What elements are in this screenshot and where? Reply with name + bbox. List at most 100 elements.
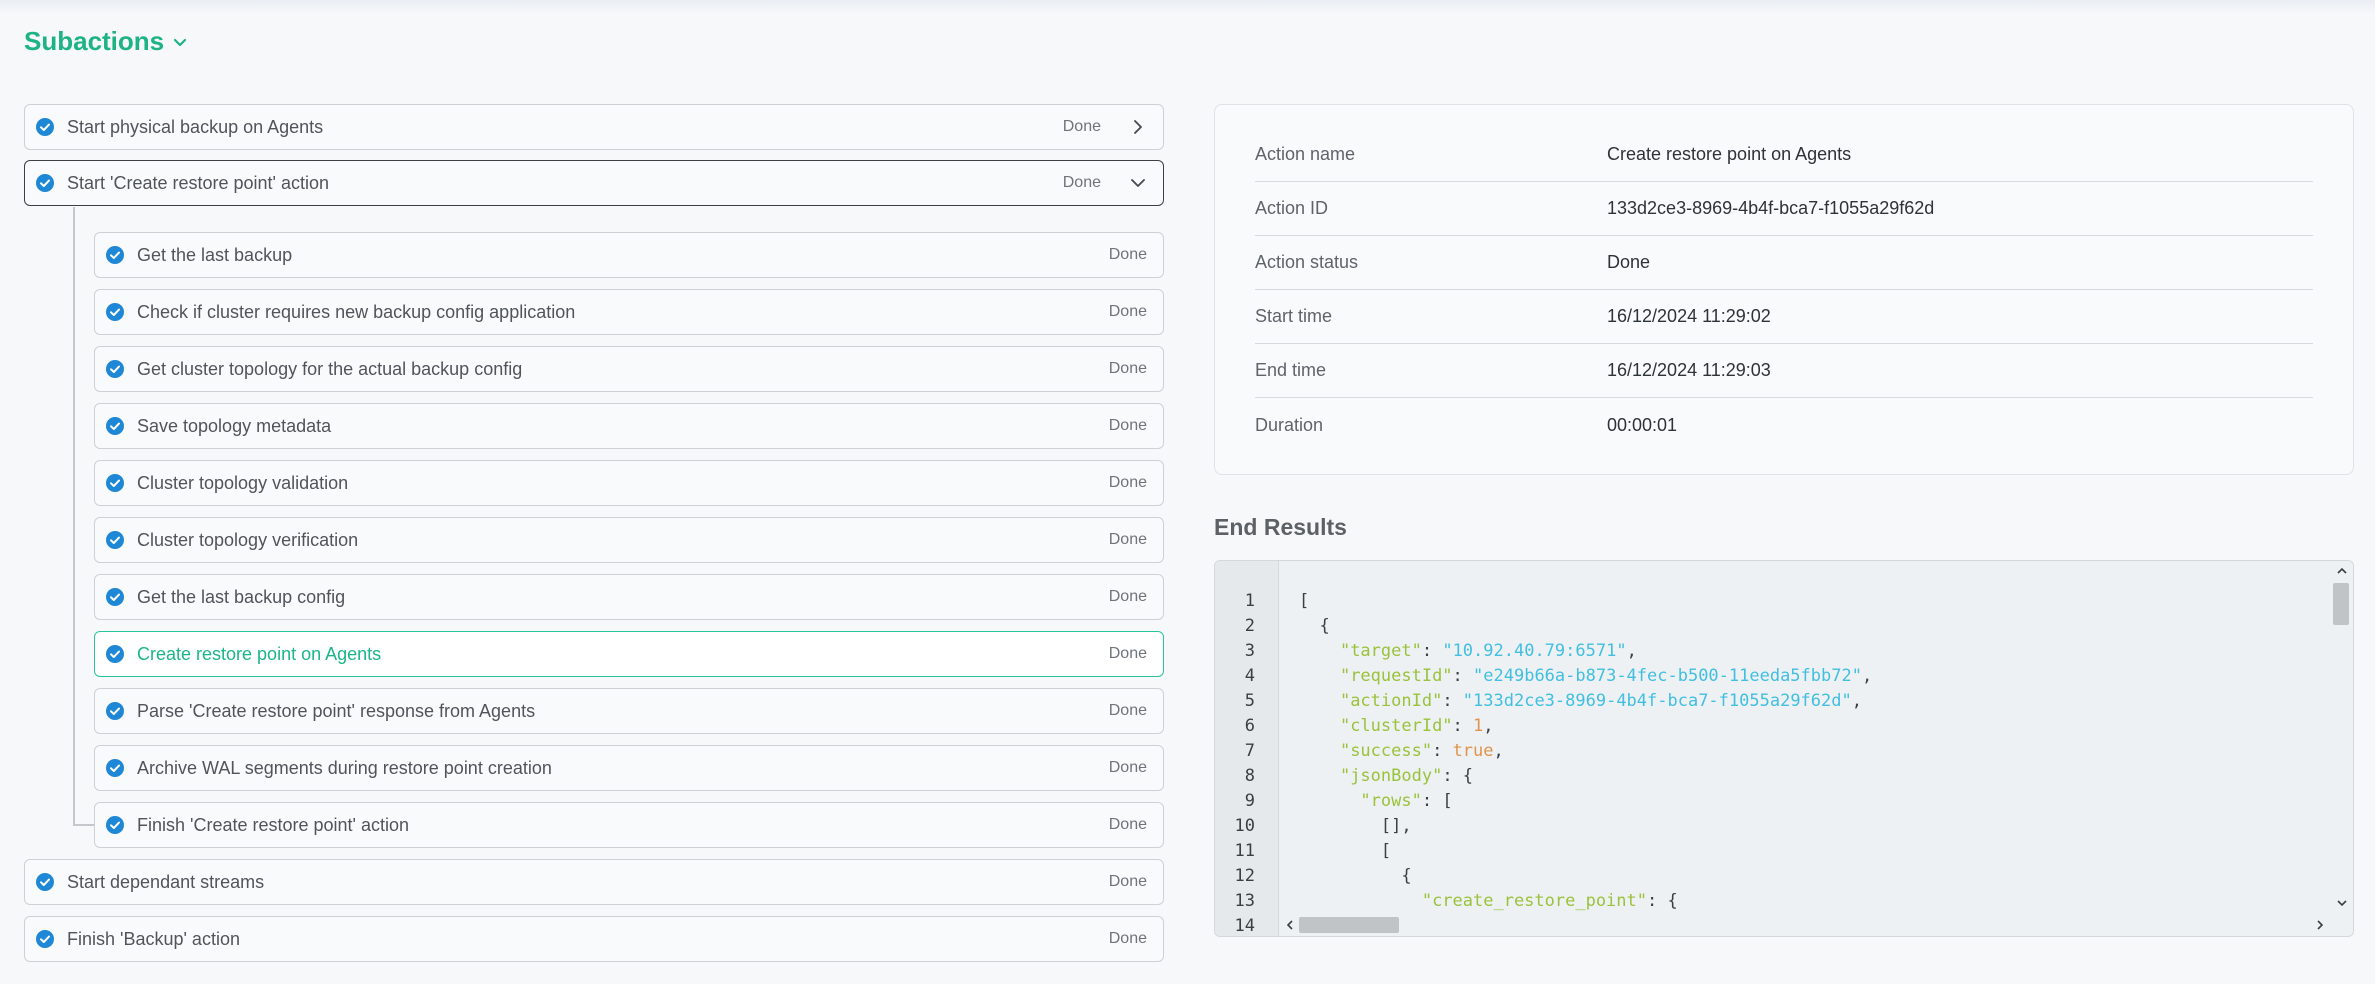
check-circle-icon: [106, 759, 124, 777]
subaction-label: Cluster topology validation: [137, 472, 349, 493]
tree-line-end: [73, 824, 94, 826]
detail-value: 16/12/2024 11:29:02: [1607, 306, 1771, 326]
subaction-label: Start 'Create restore point' action: [67, 172, 330, 193]
detail-key: Action status: [1255, 252, 1359, 272]
code-line: "target": "10.92.40.79:6571",: [1339, 641, 1637, 661]
detail-value: Done: [1607, 252, 1651, 272]
subaction-label: Parse 'Create restore point' response fr…: [137, 700, 536, 721]
json-string: "133d2ce3-8969-4b4f-bca7-f1055a29f62d": [1462, 691, 1852, 711]
detail-value: 16/12/2024 11:29:03: [1607, 360, 1771, 380]
subaction-label: Finish 'Create restore point' action: [137, 814, 410, 835]
check-circle-icon: [106, 531, 124, 549]
status-text: Done: [1062, 118, 1101, 135]
line-number: 14: [1234, 916, 1255, 936]
action-details-card: Action name Create restore point on Agen…: [1214, 104, 2354, 475]
line-number: 12: [1234, 866, 1255, 886]
vertical-scroll-thumb[interactable]: [2333, 583, 2349, 625]
status-text: Done: [1108, 474, 1147, 491]
code-line: {: [1299, 616, 1329, 636]
subaction-child-row[interactable]: Save topology metadata Done: [94, 403, 1164, 449]
subaction-label: Save topology metadata: [137, 415, 332, 436]
horizontal-scroll-thumb[interactable]: [1299, 917, 1399, 933]
line-number: 6: [1244, 716, 1255, 736]
code-line: "jsonBody": {: [1339, 766, 1474, 786]
check-circle-icon: [36, 873, 54, 891]
detail-key: Duration: [1255, 414, 1324, 435]
subaction-child-row[interactable]: Get the last backup config Done: [94, 574, 1164, 620]
subaction-label: Finish 'Backup' action: [67, 928, 240, 949]
subaction-label: Create restore point on Agents: [137, 643, 382, 664]
scroll-left-icon[interactable]: [1283, 918, 1297, 932]
json-key: "success": [1339, 741, 1433, 761]
detail-row-action-id: Action ID 133d2ce3-8969-4b4f-bca7-f1055a…: [1255, 182, 2313, 236]
vertical-scrollbar[interactable]: [2331, 561, 2353, 936]
check-circle-icon: [106, 645, 124, 663]
check-circle-icon: [106, 246, 124, 264]
scroll-right-icon[interactable]: [2313, 918, 2327, 932]
subaction-label: Get cluster topology for the actual back…: [137, 358, 523, 379]
line-number: 10: [1234, 816, 1255, 836]
line-number: 7: [1244, 741, 1255, 761]
subaction-child-row[interactable]: Parse 'Create restore point' response fr…: [94, 688, 1164, 734]
detail-row-action-name: Action name Create restore point on Agen…: [1255, 128, 2313, 182]
subaction-child-row[interactable]: Archive WAL segments during restore poin…: [94, 745, 1164, 791]
chevron-right-icon[interactable]: [1129, 118, 1147, 136]
check-circle-icon: [36, 118, 54, 136]
detail-key: End time: [1255, 360, 1327, 380]
subaction-row[interactable]: Start dependant streams Done: [24, 859, 1164, 905]
detail-row-end-time: End time 16/12/2024 11:29:03: [1255, 344, 2313, 398]
scroll-up-icon[interactable]: [2335, 564, 2349, 578]
status-text: Done: [1108, 702, 1147, 719]
subaction-child-row[interactable]: Cluster topology verification Done: [94, 517, 1164, 563]
line-number: 4: [1244, 666, 1255, 686]
detail-value: Create restore point on Agents: [1607, 144, 1852, 164]
subaction-child-row[interactable]: Check if cluster requires new backup con…: [94, 289, 1164, 335]
json-key: "actionId": [1339, 691, 1443, 711]
line-number: 2: [1244, 616, 1255, 636]
json-code-viewer[interactable]: 1 2 3 4 5 6 7 8 9 10 11 12 13 14 [ { "ta…: [1214, 560, 2354, 937]
status-text: Done: [1108, 645, 1147, 662]
subaction-label: Check if cluster requires new backup con…: [137, 301, 576, 322]
subaction-row[interactable]: Start physical backup on Agents Done: [24, 104, 1164, 150]
subaction-child-row[interactable]: Finish 'Create restore point' action Don…: [94, 802, 1164, 848]
check-circle-icon: [106, 816, 124, 834]
subactions-toggle[interactable]: Subactions: [24, 26, 188, 57]
json-number: 1: [1473, 716, 1484, 736]
status-text: Done: [1108, 759, 1147, 776]
subaction-child-row-selected[interactable]: Create restore point on Agents Done: [94, 631, 1164, 677]
detail-key: Start time: [1255, 306, 1333, 326]
horizontal-scrollbar[interactable]: [1215, 914, 2353, 936]
line-number: 9: [1244, 791, 1255, 811]
status-text: Done: [1108, 588, 1147, 605]
code-line: [],: [1299, 816, 1412, 836]
chevron-down-icon[interactable]: [1129, 174, 1147, 192]
detail-row-start-time: Start time 16/12/2024 11:29:02: [1255, 290, 2313, 344]
status-text: Done: [1108, 873, 1147, 890]
detail-row-action-status: Action status Done: [1255, 236, 2313, 290]
subaction-child-row[interactable]: Get cluster topology for the actual back…: [94, 346, 1164, 392]
json-string: "e249b66a-b873-4fec-b500-11eeda5fbb72": [1473, 666, 1862, 686]
line-number: 1: [1244, 591, 1255, 611]
subaction-child-row[interactable]: Cluster topology validation Done: [94, 460, 1164, 506]
detail-key: Action ID: [1255, 198, 1329, 218]
code-line: [: [1299, 591, 1309, 611]
status-text: Done: [1108, 246, 1147, 263]
status-text: Done: [1062, 174, 1101, 191]
subaction-label: Get the last backup config: [137, 586, 346, 607]
subaction-child-row[interactable]: Get the last backup Done: [94, 232, 1164, 278]
section-title: Subactions: [24, 26, 165, 56]
scroll-down-icon[interactable]: [2335, 896, 2349, 910]
code-punct: [: [1299, 591, 1310, 611]
json-key: "requestId": [1339, 666, 1453, 686]
subaction-row-expanded[interactable]: Start 'Create restore point' action Done: [24, 160, 1164, 206]
check-circle-icon: [106, 303, 124, 321]
code-line: [: [1299, 841, 1391, 861]
json-key: "target": [1339, 641, 1422, 661]
check-circle-icon: [36, 930, 54, 948]
detail-value: 133d2ce3-8969-4b4f-bca7-f1055a29f62d: [1607, 198, 1935, 218]
code-line: "create_restore_point": {: [1421, 891, 1678, 911]
json-boolean: true: [1452, 741, 1494, 761]
status-text: Done: [1108, 360, 1147, 377]
subaction-row[interactable]: Finish 'Backup' action Done: [24, 916, 1164, 962]
json-key: "clusterId": [1339, 716, 1453, 736]
